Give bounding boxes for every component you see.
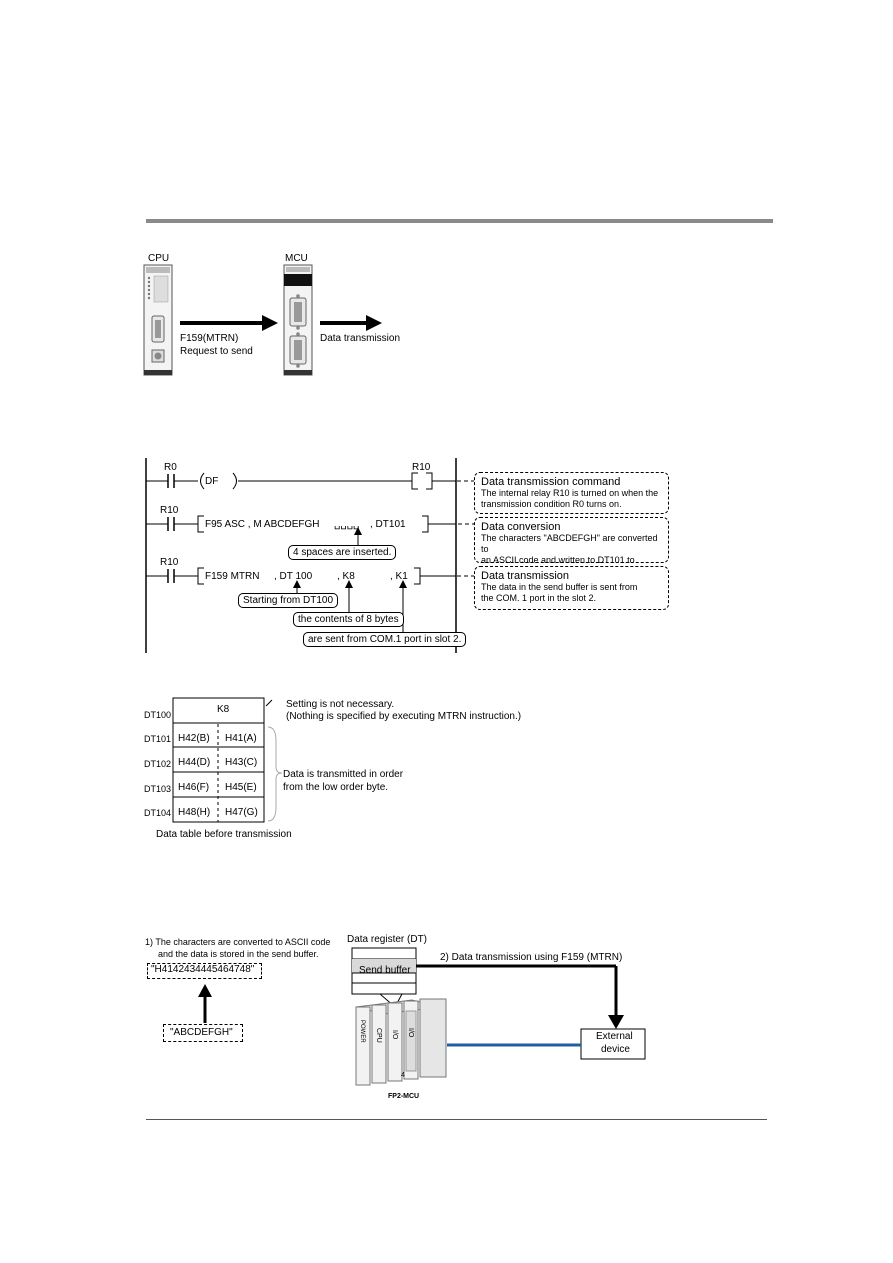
rung2-r10: R10 [160,505,179,516]
dt103-lo: H45(E) [225,782,257,793]
step2-label: 2) Data transmission using F159 (MTRN) [440,952,623,963]
request-line1: F159(MTRN) [180,333,239,344]
hex-string-box: "H4142434445464748" [147,963,262,979]
f95-spaces: ␣␣␣␣ [334,519,360,530]
fp2-mcu-label: FP2-MCU [388,1093,420,1100]
note-a2: (Nothing is specified by executing MTRN … [286,711,522,722]
reg-dt100: DT100 [144,710,172,720]
cpu-mcu-graphic [143,264,382,376]
note2-title: Data conversion [481,521,561,533]
spaces-note: 4 spaces are inserted. [288,545,397,560]
step1-line1: 1) The characters are converted to ASCII… [145,937,331,947]
reg-dt103: DT103 [144,784,172,794]
note3-line2: the COM. 1 port in the slot 2. [481,593,597,603]
mcu-module-icon [283,264,313,376]
note2-line1: The characters "ABCDEFGH" are converted … [481,533,658,554]
f159-instruction: F159 MTRN [205,571,260,582]
note3-title: Data transmission [481,570,570,582]
note-a1: Setting is not necessary. [286,699,395,710]
note-b1: Data is transmitted in order [283,769,404,780]
dt102-hi: H44(D) [178,757,211,768]
reg-dt104: DT104 [144,808,172,818]
slot-number: 4 [401,1072,405,1079]
reg-dt102: DT102 [144,759,172,769]
cpu-label: CPU [148,253,170,264]
note1-line1: The internal relay R10 is turned on when… [481,488,659,498]
footer-rule [146,1119,767,1120]
rung1-r0: R0 [164,462,177,473]
plc-rack-icon [355,998,447,1086]
step1-line2: and the data is stored in the send buffe… [158,949,319,959]
f159-k8: , K8 [337,571,355,582]
note3-line1: The data in the send buffer is sent from [481,582,638,592]
dt101-lo: H41(A) [225,733,257,744]
data-table-grid [172,697,283,823]
start-note: Starting from DT100 [238,593,339,608]
note-transmission-command: Data transmission command The internal r… [474,472,669,514]
reg-dt101: DT101 [144,734,172,744]
send-buffer-label: Send buffer [359,965,411,976]
dt104-hi: H48(H) [178,807,211,818]
mcu-label: MCU [285,253,308,264]
header-rule [146,219,773,223]
dt102-lo: H43(C) [225,757,258,768]
send-buffer-graphic [198,947,646,1086]
port-note: are sent from COM.1 port in slot 2. [303,632,467,647]
note1-title: Data transmission command [481,476,621,488]
dt103-hi: H46(F) [178,782,210,793]
rung3-r10: R10 [160,557,179,568]
external-line2: device [601,1044,630,1055]
dt101-hi: H42(B) [178,733,210,744]
note1-line2: transmission condition R0 turns on. [481,499,622,509]
dt-label: Data register (DT) [347,934,428,945]
slot-io1: I/O [391,1030,398,1040]
chars-box: "ABCDEFGH" [163,1024,243,1042]
f159-k1: , K1 [390,571,408,582]
data-transmission-label: Data transmission [320,333,401,344]
slot-cpu: CPU [375,1028,382,1043]
note-b2: from the low order byte. [283,782,389,793]
f159-dt100: , DT 100 [274,571,313,582]
bytes-note: the contents of 8 bytes [293,612,404,627]
request-line2: Request to send [180,346,253,357]
rung1-r10-coil: R10 [412,462,431,473]
slot-io2: I/O [407,1028,414,1038]
note-data-conversion: Data conversion The characters "ABCDEFGH… [474,517,669,576]
dt100-value: K8 [217,704,230,715]
external-line1: External [596,1031,633,1042]
cpu-module-icon [143,264,173,376]
ladder-graphic [145,458,474,653]
table-caption: Data table before transmission [156,829,292,840]
slot-power: POWER [359,1020,365,1043]
f95-instruction: F95 ASC , M ABCDEFGH [205,519,320,530]
f95-dt101: , DT101 [370,519,406,530]
note-data-transmission: Data transmission The data in the send b… [474,566,669,610]
dt104-lo: H47(G) [225,807,258,818]
rung1-df: DF [205,476,219,487]
